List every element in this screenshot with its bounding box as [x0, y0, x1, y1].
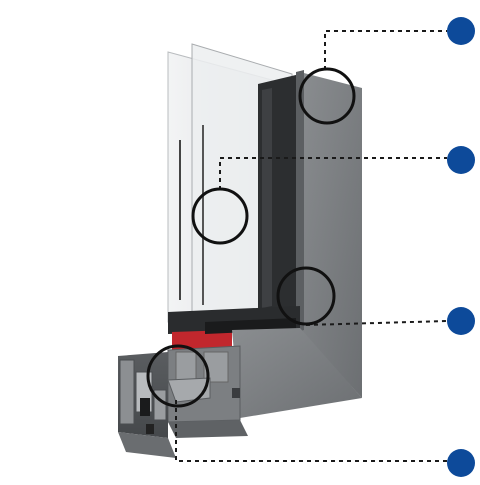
lens-rings [146, 67, 356, 408]
leader-line-2 [219, 157, 447, 190]
sash-vertical [258, 74, 300, 312]
lens-ring-2 [191, 187, 249, 245]
outer-frame-profile [118, 352, 211, 458]
lens-ring-4 [146, 344, 210, 408]
lens-ring-3 [276, 266, 336, 326]
callout-marker-3[interactable] [447, 307, 475, 335]
callout-marker-4[interactable] [447, 449, 475, 477]
leader-lines [175, 30, 448, 462]
leader-line-1 [324, 30, 447, 70]
lens-ring-1 [298, 67, 356, 125]
frame-vertical-edge [296, 70, 304, 332]
frame-vertical-face [300, 72, 362, 398]
leader-line-4 [175, 400, 447, 462]
callout-markers[interactable] [447, 17, 475, 477]
callout-marker-1[interactable] [447, 17, 475, 45]
callout-marker-2[interactable] [447, 146, 475, 174]
red-gasket [172, 330, 232, 350]
